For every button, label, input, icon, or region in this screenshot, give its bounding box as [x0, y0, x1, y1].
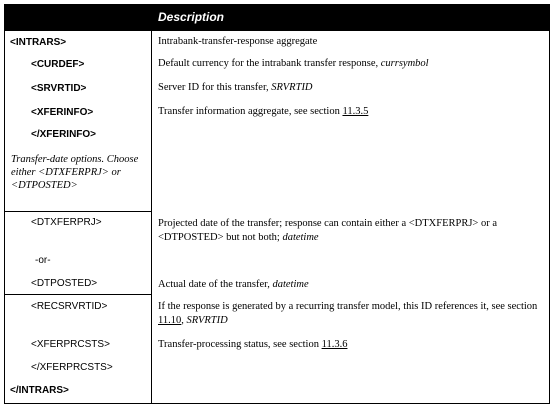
desc-xferinfo-text: Transfer information aggregate, see sect… — [158, 106, 343, 117]
row-divider — [5, 294, 151, 295]
desc-dtxferprj-text: Projected date of the transfer; response… — [158, 218, 497, 243]
desc-curdef-type: currsymbol — [380, 58, 429, 69]
desc-curdef: Default currency for the intrabank trans… — [158, 57, 546, 71]
tag-srvrtid: <SRVRTID> — [31, 83, 87, 94]
tag-xferprcsts: <XFERPRCSTS> — [31, 339, 110, 350]
or-label: -or- — [35, 255, 51, 266]
desc-srvrtid: Server ID for this transfer, SRVRTID — [158, 81, 546, 95]
desc-dtxferprj-type: datetime — [282, 232, 319, 243]
desc-xferprcsts-text: Transfer-processing status, see section — [158, 339, 322, 350]
table-header: Description — [5, 5, 549, 31]
tag-recsrvrtid: <RECSRVRTID> — [31, 301, 108, 312]
desc-dtposted: Actual date of the transfer, datetime — [158, 278, 546, 292]
desc-intrars-text: Intrabank-transfer-response aggregate — [158, 36, 318, 47]
tag-dtposted: <DTPOSTED> — [31, 278, 98, 289]
desc-recsrvrtid-text: If the response is generated by a recurr… — [158, 301, 538, 312]
transfer-date-note: Transfer-date options. Choose either <DT… — [11, 154, 139, 191]
tag-xferinfo-end: </XFERINFO> — [31, 129, 97, 140]
desc-dtposted-type: datetime — [272, 279, 309, 290]
header-description: Description — [158, 10, 225, 24]
section-link-11-3-6[interactable]: 11.3.6 — [321, 339, 348, 350]
element-table: Description <INTRARS> <CURDEF> <SRVRTID>… — [4, 4, 550, 404]
desc-intrars: Intrabank-transfer-response aggregate — [158, 35, 546, 49]
desc-recsrvrtid: If the response is generated by a recurr… — [158, 300, 546, 328]
desc-dtxferprj: Projected date of the transfer; response… — [158, 217, 546, 245]
desc-srvrtid-text: Server ID for this transfer, — [158, 82, 272, 93]
tag-xferprcsts-end: </XFERPRCSTS> — [31, 362, 113, 373]
desc-curdef-text: Default currency for the intrabank trans… — [158, 58, 381, 69]
desc-xferprcsts: Transfer-processing status, see section … — [158, 338, 546, 352]
tag-intrars-end: </INTRARS> — [10, 385, 69, 396]
tag-xferinfo: <XFERINFO> — [31, 107, 94, 118]
tag-dtxferprj: <DTXFERPRJ> — [31, 217, 102, 228]
desc-recsrvrtid-sep: , — [181, 315, 187, 326]
row-divider — [5, 211, 151, 212]
desc-srvrtid-type: SRVRTID — [271, 82, 313, 93]
desc-dtposted-text: Actual date of the transfer, — [158, 279, 273, 290]
column-divider — [151, 31, 152, 403]
tag-curdef: <CURDEF> — [31, 59, 85, 70]
desc-recsrvrtid-type: SRVRTID — [186, 315, 228, 326]
desc-xferinfo: Transfer information aggregate, see sect… — [158, 105, 546, 119]
section-link-11-10[interactable]: 11.10 — [158, 315, 182, 326]
tag-intrars: <INTRARS> — [10, 37, 67, 48]
section-link-11-3-5[interactable]: 11.3.5 — [342, 106, 369, 117]
